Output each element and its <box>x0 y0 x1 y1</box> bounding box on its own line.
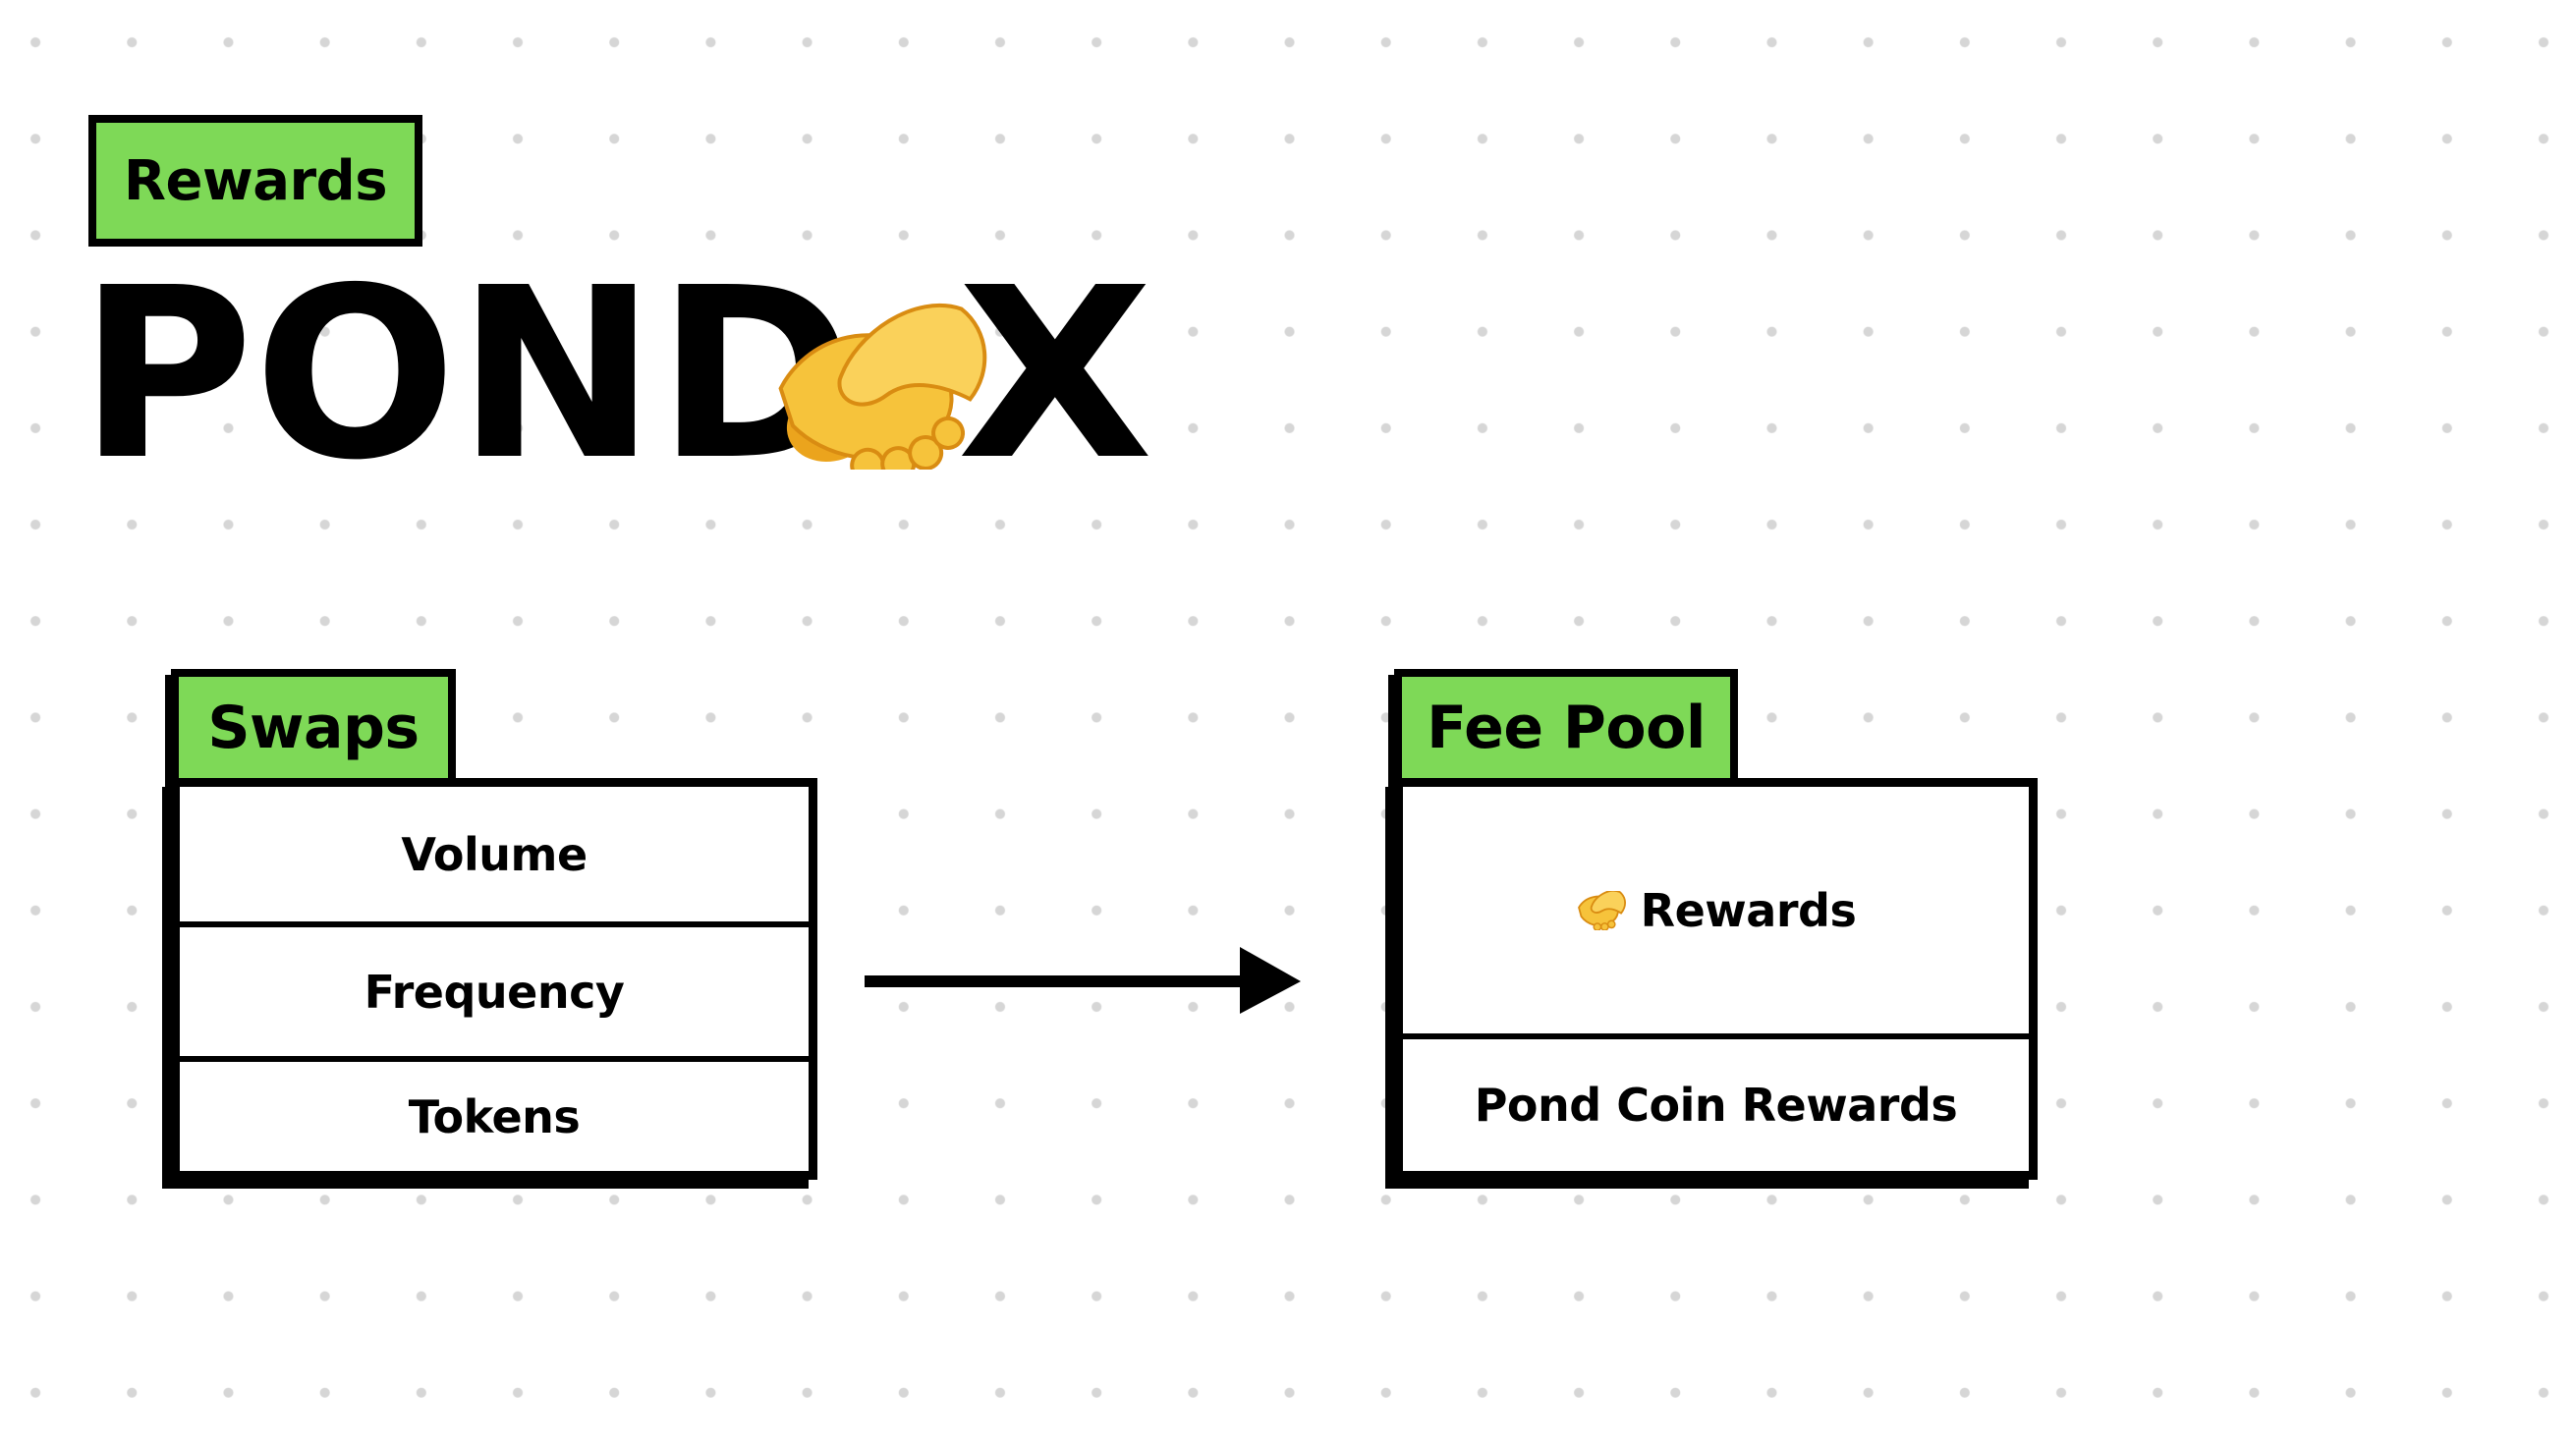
swaps-row-volume: Volume <box>180 787 809 921</box>
swaps-row-tokens: Tokens <box>180 1056 809 1171</box>
swaps-box: Volume Frequency Tokens <box>171 778 817 1180</box>
rewards-title-tag: Rewards <box>88 115 422 247</box>
fee-pool-box: Rewards Pond Coin Rewards <box>1394 778 2038 1180</box>
fee-pool-row-rewards: Rewards <box>1403 787 2029 1033</box>
swaps-row-label: Volume <box>401 827 588 881</box>
fee-pool-row-label: Pond Coin Rewards <box>1474 1079 1958 1132</box>
swaps-title: Swaps <box>207 694 420 762</box>
handshake-icon <box>778 303 987 470</box>
logo-text-x: X <box>957 273 1153 470</box>
swaps-row-label: Tokens <box>408 1089 581 1143</box>
logo-text-pond: POND <box>83 273 855 470</box>
fee-pool-row-pond-coin-rewards: Pond Coin Rewards <box>1403 1033 2029 1171</box>
flow-arrow <box>865 947 1301 1014</box>
fee-pool-title: Fee Pool <box>1427 694 1706 762</box>
rewards-title-label: Rewards <box>123 148 388 213</box>
swaps-row-label: Frequency <box>364 965 625 1019</box>
handshake-icon <box>1577 890 1626 930</box>
swaps-row-frequency: Frequency <box>180 921 809 1056</box>
pondx-logo: POND X <box>83 273 1153 470</box>
swaps-tag: Swaps <box>171 669 456 787</box>
fee-pool-row-label: Rewards <box>1640 883 1857 937</box>
fee-pool-tag: Fee Pool <box>1394 669 1738 787</box>
